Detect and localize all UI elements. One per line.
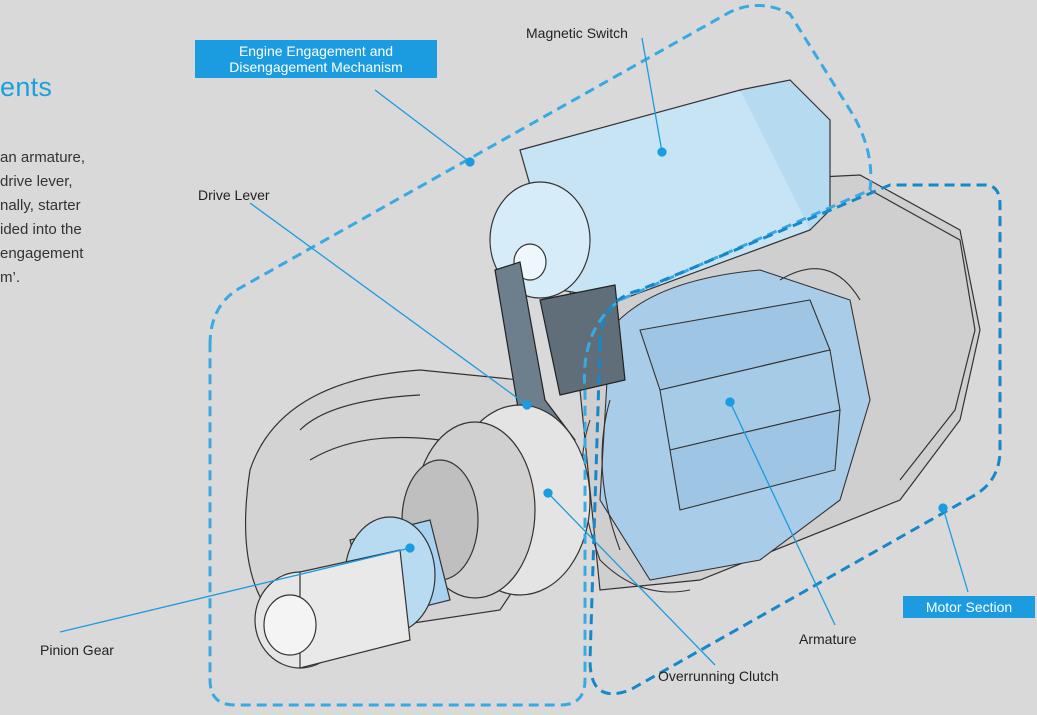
paragraph-line: engagement xyxy=(0,245,84,262)
pinion-gear-label: Pinion Gear xyxy=(40,642,114,658)
leader-lines xyxy=(59,37,969,666)
motor-section-outline xyxy=(588,183,1002,696)
pinion-gear-dot xyxy=(405,543,415,553)
engagement-label-line2: Disengagement Mechanism xyxy=(229,59,403,75)
pinion-gear-part xyxy=(254,516,451,669)
drive-lever-label: Drive Lever xyxy=(198,187,270,203)
overrunning-clutch-dot xyxy=(543,488,553,498)
magnetic-switch-dot xyxy=(657,147,667,157)
armature-dot xyxy=(725,397,735,407)
paragraph-line: m’. xyxy=(0,269,20,286)
magnetic-switch-label: Magnetic Switch xyxy=(526,25,628,41)
paragraph-line: ided into the xyxy=(0,221,82,238)
engagement-label-line1: Engine Engagement and xyxy=(238,43,394,59)
section-heading-fragment: ents xyxy=(0,72,53,102)
motor-section-label: Motor Section xyxy=(903,596,1035,618)
motor-section-dot xyxy=(938,503,948,513)
armature-label: Armature xyxy=(799,631,857,647)
engagement-mechanism-outline xyxy=(208,3,873,707)
paragraph-line: an armature, xyxy=(0,149,86,166)
paragraph-line: nally, starter xyxy=(0,197,81,214)
paragraph-line: drive lever, xyxy=(0,173,73,190)
engagement-mechanism-label: Engine Engagement and Disengagement Mech… xyxy=(195,40,437,78)
drive-lever-dot xyxy=(522,400,532,410)
description-paragraph: an armature, drive lever, nally, starter… xyxy=(0,146,160,290)
armature-part xyxy=(581,268,871,593)
engagement-mechanism-dot xyxy=(465,157,475,167)
overrunning-clutch-part xyxy=(401,404,591,599)
overrunning-clutch-label: Overrunning Clutch xyxy=(658,668,779,684)
